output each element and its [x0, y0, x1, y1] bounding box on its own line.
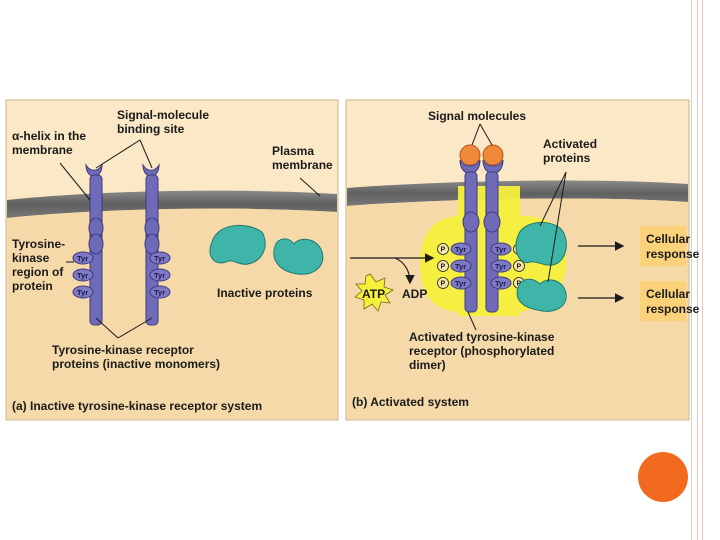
tyr-bead	[72, 268, 94, 282]
signal-molecule	[459, 144, 481, 166]
tyr-label: Tyr	[455, 245, 466, 254]
tyr-bead	[490, 242, 512, 256]
tyr-bead	[149, 268, 171, 282]
receptor-proteins-label: Tyrosine-kinase receptor proteins (inact…	[52, 343, 220, 371]
tyr-bead	[450, 259, 472, 273]
panel-a-caption: (a) Inactive tyrosine-kinase receptor sy…	[12, 399, 262, 413]
tyr-bead	[149, 251, 171, 265]
panel-b: Tyr Tyr Tyr P P P Tyr Tyr Tyr P	[345, 99, 700, 421]
cellular-response-box	[640, 281, 686, 321]
tyr-bead	[490, 276, 512, 290]
tyr-bead	[450, 242, 472, 256]
decorative-line	[697, 0, 698, 540]
receptor-bead	[144, 233, 160, 255]
panel-b-caption: (b) Activated system	[352, 395, 469, 409]
phosphate-label: P	[441, 281, 446, 288]
receptor-monomer: Tyr Tyr Tyr	[72, 163, 104, 326]
leader-lines	[59, 139, 321, 339]
accent-circle	[638, 452, 688, 502]
receptor-monomer: Tyr Tyr Tyr	[142, 163, 171, 326]
tyr-label: Tyr	[77, 288, 88, 297]
phosphate-label: P	[441, 247, 446, 254]
inactive-protein	[273, 238, 324, 275]
arrows	[350, 241, 625, 303]
receptor-helix	[485, 171, 499, 313]
decorative-line	[702, 0, 703, 540]
tyr-label: Tyr	[455, 279, 466, 288]
leader-lines	[467, 123, 567, 331]
phosphate-group	[437, 277, 449, 289]
binding-site-label: Signal-molecule binding site	[117, 108, 212, 136]
receptor-bead	[88, 233, 104, 255]
receptor-bead	[462, 211, 480, 233]
cellular-response-label: Cellular response	[646, 287, 700, 316]
signal-molecules-label: Signal molecules	[428, 109, 526, 123]
binding-site	[459, 159, 481, 174]
cellular-response-label: Cellular response	[646, 232, 700, 261]
extracellular-space	[7, 101, 337, 197]
activated-proteins-label: Activated proteins	[543, 137, 600, 165]
tyr-label: Tyr	[77, 254, 88, 263]
adp-label: ADP	[402, 287, 427, 301]
tyr-bead	[72, 251, 94, 265]
atp-starburst	[354, 273, 394, 312]
extracellular-space	[347, 101, 688, 185]
activated-receptor-label: Activated tyrosine-kinase receptor (phos…	[409, 330, 558, 372]
tyr-label: Tyr	[77, 271, 88, 280]
panel-a: Tyr Tyr Tyr Tyr Tyr Tyr	[5, 99, 339, 421]
tyr-label: Tyr	[495, 279, 506, 288]
tyr-bead	[72, 285, 94, 299]
tyr-bead	[490, 259, 512, 273]
binding-site	[482, 159, 504, 174]
activated-protein	[515, 221, 567, 266]
tyr-label: Tyr	[495, 262, 506, 271]
receptor-bead	[483, 211, 501, 233]
signal-molecule	[482, 144, 504, 166]
binding-site	[142, 163, 160, 177]
tyr-bead	[450, 276, 472, 290]
receptor-helix	[464, 171, 478, 313]
phosphate-label: P	[441, 264, 446, 271]
inactive-protein	[209, 224, 266, 265]
cellular-response-box	[640, 226, 686, 266]
tyr-bead	[149, 285, 171, 299]
atp-label: ATP	[362, 287, 385, 301]
tyr-label: Tyr	[455, 262, 466, 271]
tyr-label: Tyr	[154, 254, 165, 263]
inactive-proteins-label: Inactive proteins	[217, 286, 313, 300]
phosphate-group	[437, 243, 449, 255]
decorative-line	[691, 0, 692, 540]
binding-site	[85, 163, 103, 177]
phosphate-label: P	[517, 264, 522, 271]
phosphate-group	[437, 260, 449, 272]
tyr-label: Tyr	[154, 288, 165, 297]
activated-protein	[516, 278, 567, 312]
alpha-helix-label: α-helix in the membrane	[12, 129, 89, 157]
tyr-label: Tyr	[495, 245, 506, 254]
tyrosine-kinase-region-label: Tyrosine- kinase region of protein	[12, 237, 68, 293]
phosphate-group	[513, 260, 525, 272]
phosphate-label: P	[517, 281, 522, 288]
tyr-label: Tyr	[154, 271, 165, 280]
plasma-membrane-label: Plasma membrane	[272, 144, 333, 172]
